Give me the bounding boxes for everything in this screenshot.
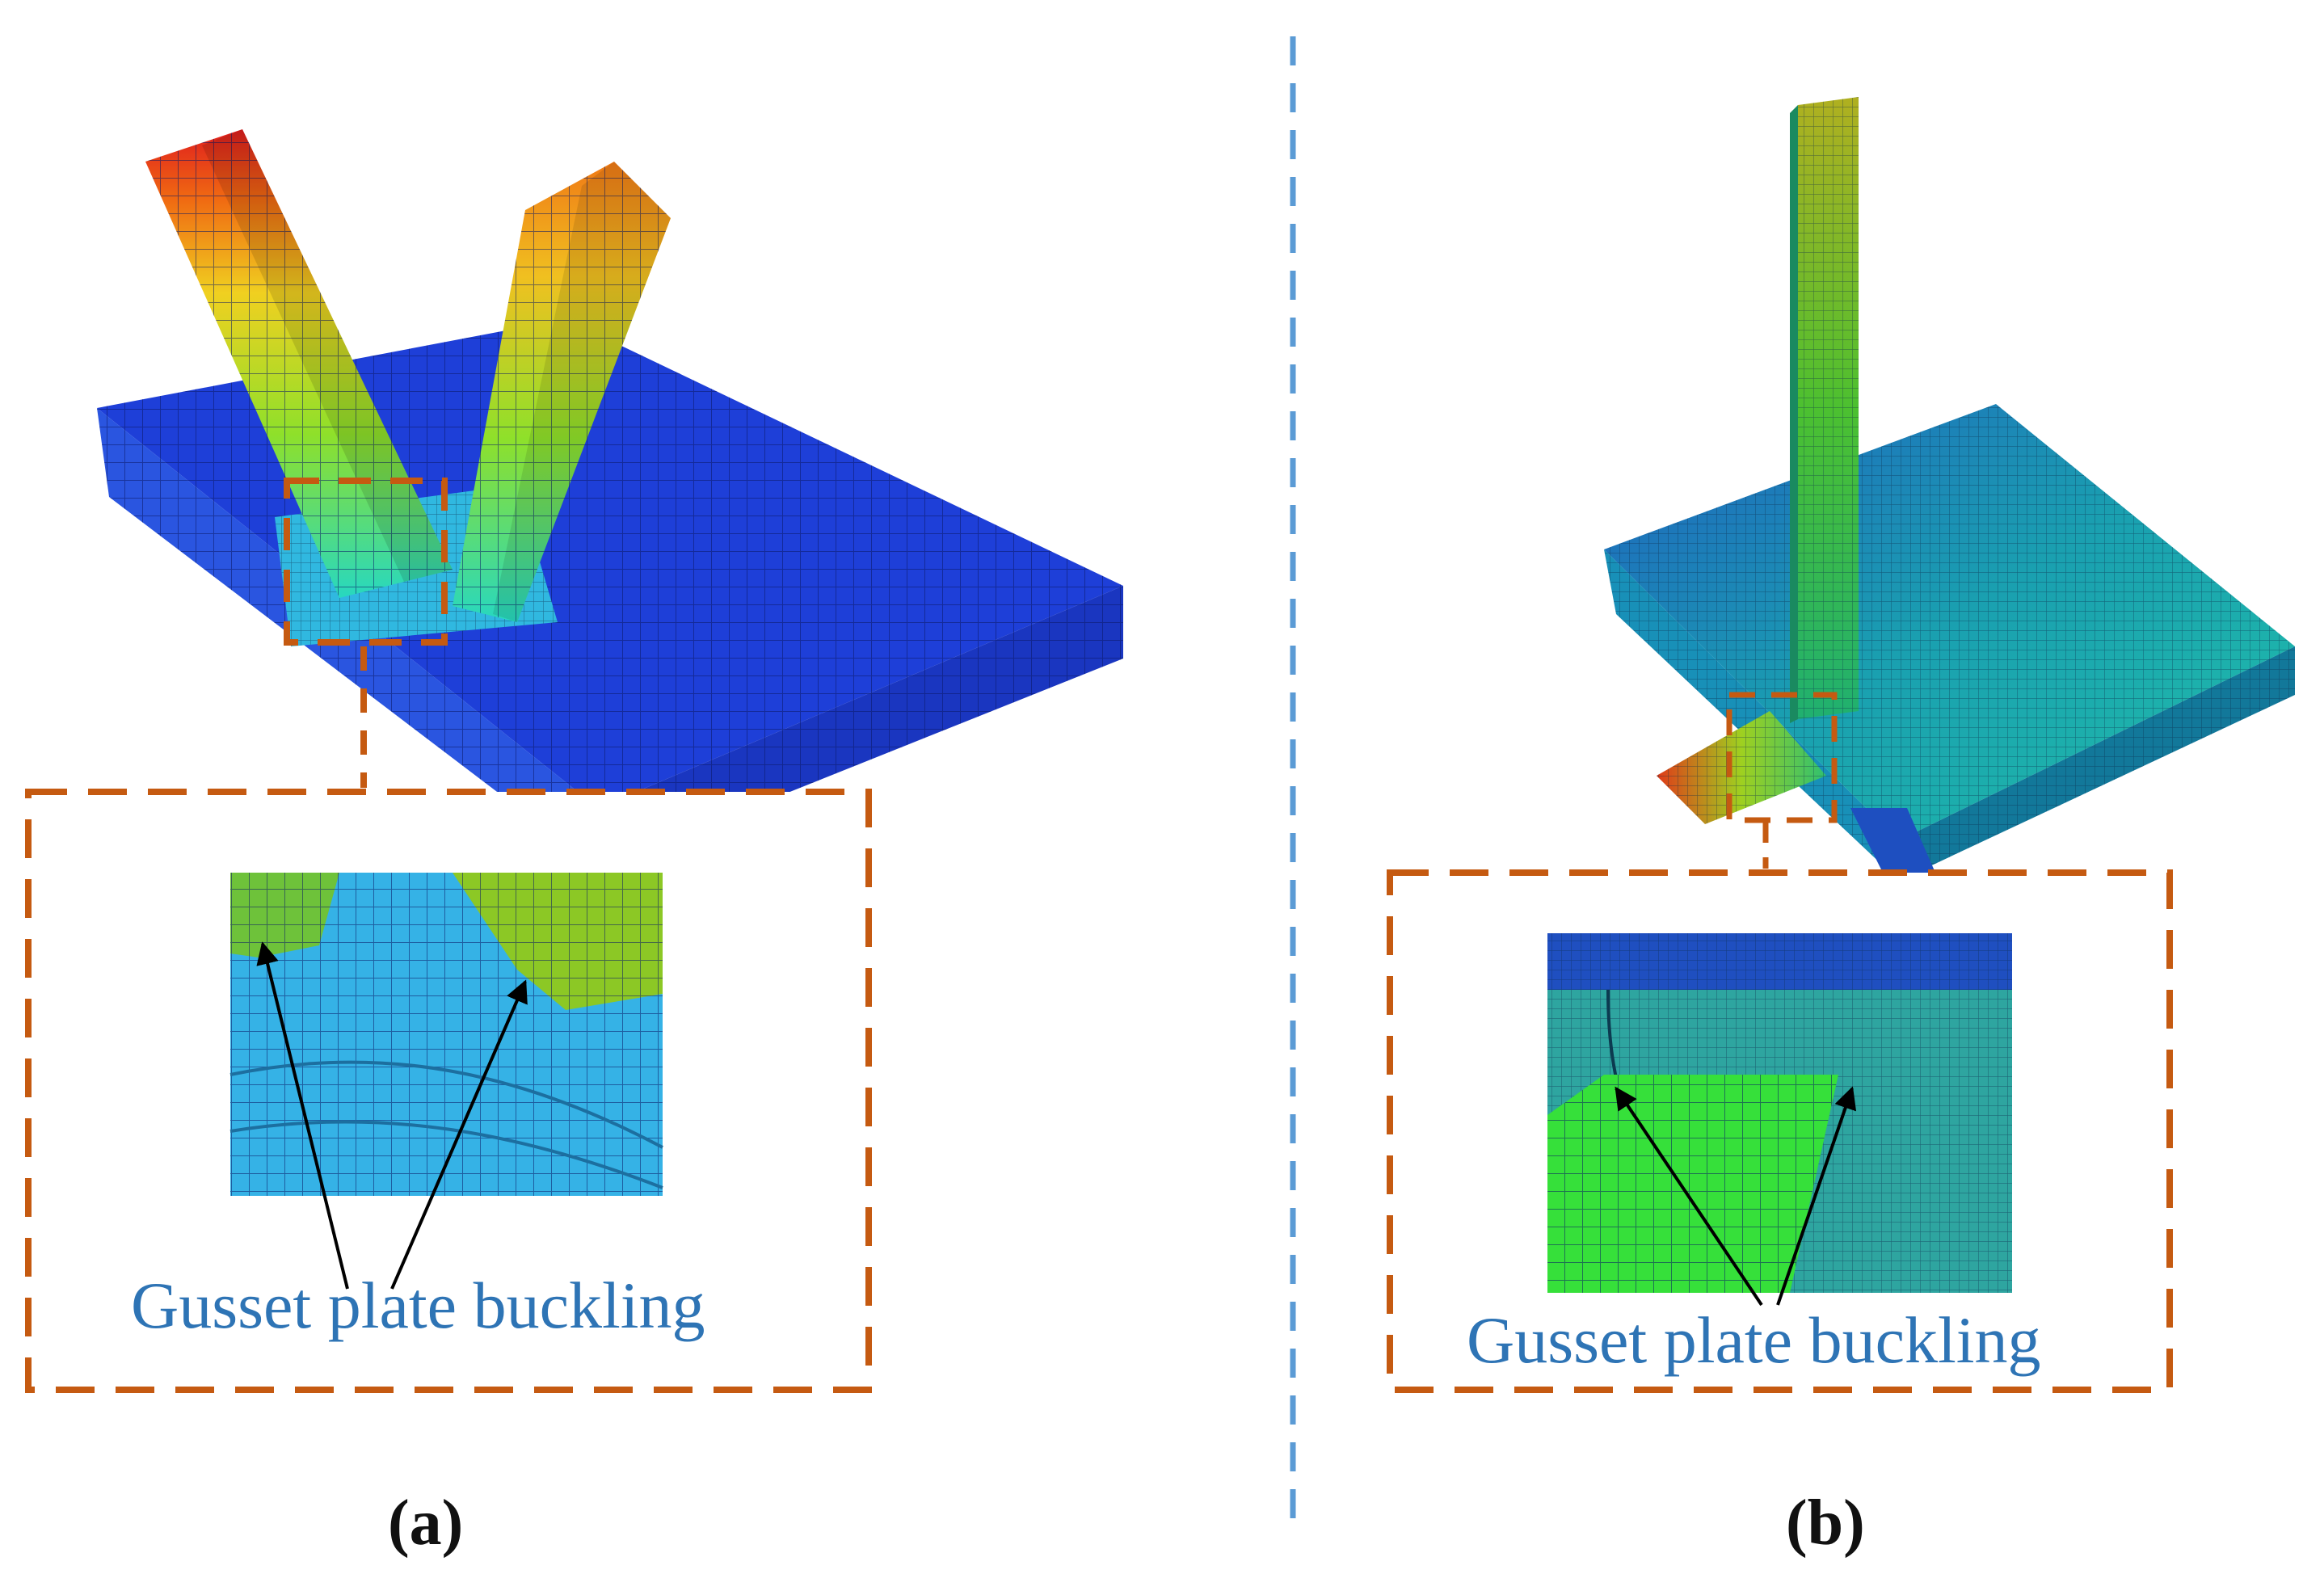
callout-a-zoom bbox=[229, 873, 663, 1196]
detail-box-a bbox=[284, 478, 448, 646]
arrow-a-right bbox=[390, 979, 528, 1290]
panel-a-model bbox=[97, 129, 1123, 869]
annotation-a: Gusset plate buckling bbox=[131, 1269, 705, 1342]
detail-box-b bbox=[1726, 692, 1838, 823]
annotation-b: Gusset plate buckling bbox=[1467, 1303, 2041, 1377]
panel-b-model bbox=[1604, 97, 2295, 881]
panel-label-b: (b) bbox=[1786, 1488, 1865, 1559]
callout-b-zoom bbox=[1547, 933, 2012, 1293]
arrow-b-right bbox=[1776, 1086, 1857, 1306]
arrow-a-left bbox=[256, 941, 349, 1290]
panel-label-a: (a) bbox=[388, 1488, 464, 1559]
arrow-b-left bbox=[1615, 1086, 1763, 1307]
